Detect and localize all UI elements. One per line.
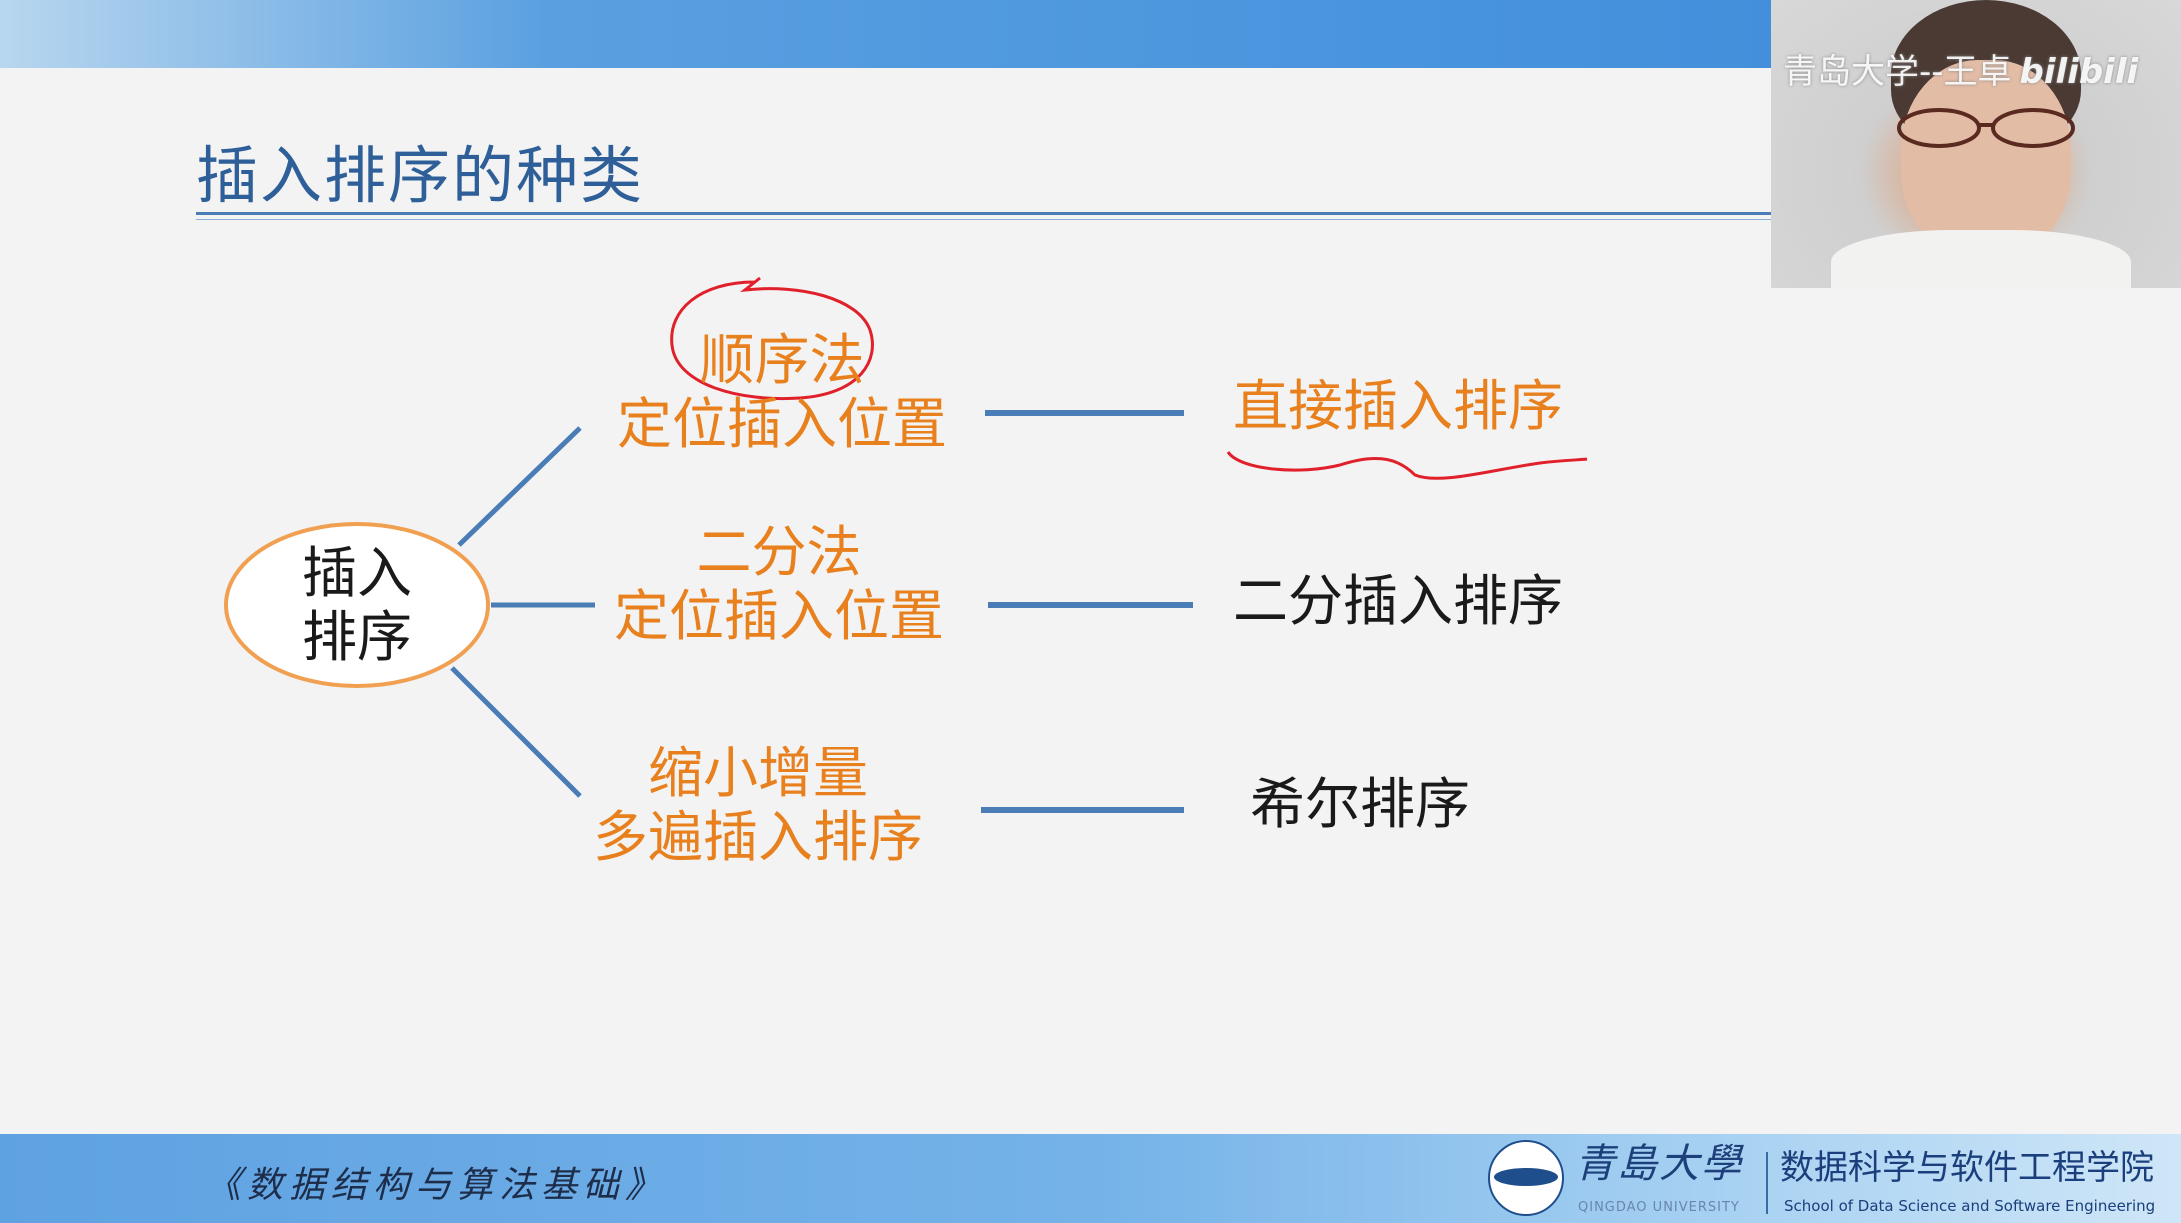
red-underline-annotation bbox=[1226, 451, 1588, 480]
root-line-1: 插入 bbox=[301, 541, 413, 605]
university-seal-icon bbox=[1488, 1140, 1564, 1216]
branch-line-1 bbox=[457, 426, 582, 547]
result-2: 二分插入排序 bbox=[1232, 569, 1564, 633]
method-1: 顺序法 定位插入位置 bbox=[617, 328, 947, 456]
university-name-en: QINGDAO UNIVERSITY bbox=[1578, 1200, 1740, 1215]
title-divider-thin bbox=[196, 219, 1771, 220]
presenter-face bbox=[1901, 60, 2071, 260]
method-3: 缩小增量 多遍插入排序 bbox=[593, 741, 923, 869]
presenter-shirt bbox=[1831, 230, 2131, 288]
method-3-desc: 多遍插入排序 bbox=[592, 805, 924, 869]
result-1: 直接插入排序 bbox=[1232, 374, 1564, 438]
root-line-2: 排序 bbox=[301, 605, 413, 669]
school-name-en: School of Data Science and Software Engi… bbox=[1784, 1197, 2156, 1215]
glasses-icon bbox=[1897, 108, 2075, 148]
result-3: 希尔排序 bbox=[1249, 772, 1471, 836]
branch-line-3 bbox=[450, 666, 582, 798]
bilibili-logo: bilibili bbox=[2019, 52, 2139, 92]
method-2-desc: 定位插入位置 bbox=[613, 584, 945, 648]
watermark-text: 青岛大学--王卓 bbox=[1783, 52, 2012, 92]
method-1-desc: 定位插入位置 bbox=[616, 392, 948, 456]
school-name: 数据科学与软件工程学院 bbox=[1780, 1148, 2154, 1188]
method-1-name: 顺序法 bbox=[699, 328, 865, 392]
footer-separator bbox=[1766, 1152, 1768, 1214]
slide-title: 插入排序的种类 bbox=[196, 139, 645, 212]
university-name: 青島大學 bbox=[1575, 1141, 1743, 1187]
footer-banner: 《数据结构与算法基础》 青島大學 QINGDAO UNIVERSITY 数据科学… bbox=[0, 1134, 2181, 1223]
root-ellipse bbox=[224, 522, 490, 688]
red-circle-annotation bbox=[670, 276, 874, 401]
course-title: 《数据结构与算法基础》 bbox=[205, 1165, 668, 1206]
method-2: 二分法 定位插入位置 bbox=[614, 520, 944, 648]
title-divider bbox=[196, 212, 1771, 215]
root-node: 插入 排序 bbox=[302, 541, 412, 669]
method-3-name: 缩小增量 bbox=[647, 741, 869, 805]
method-2-name: 二分法 bbox=[696, 520, 862, 584]
